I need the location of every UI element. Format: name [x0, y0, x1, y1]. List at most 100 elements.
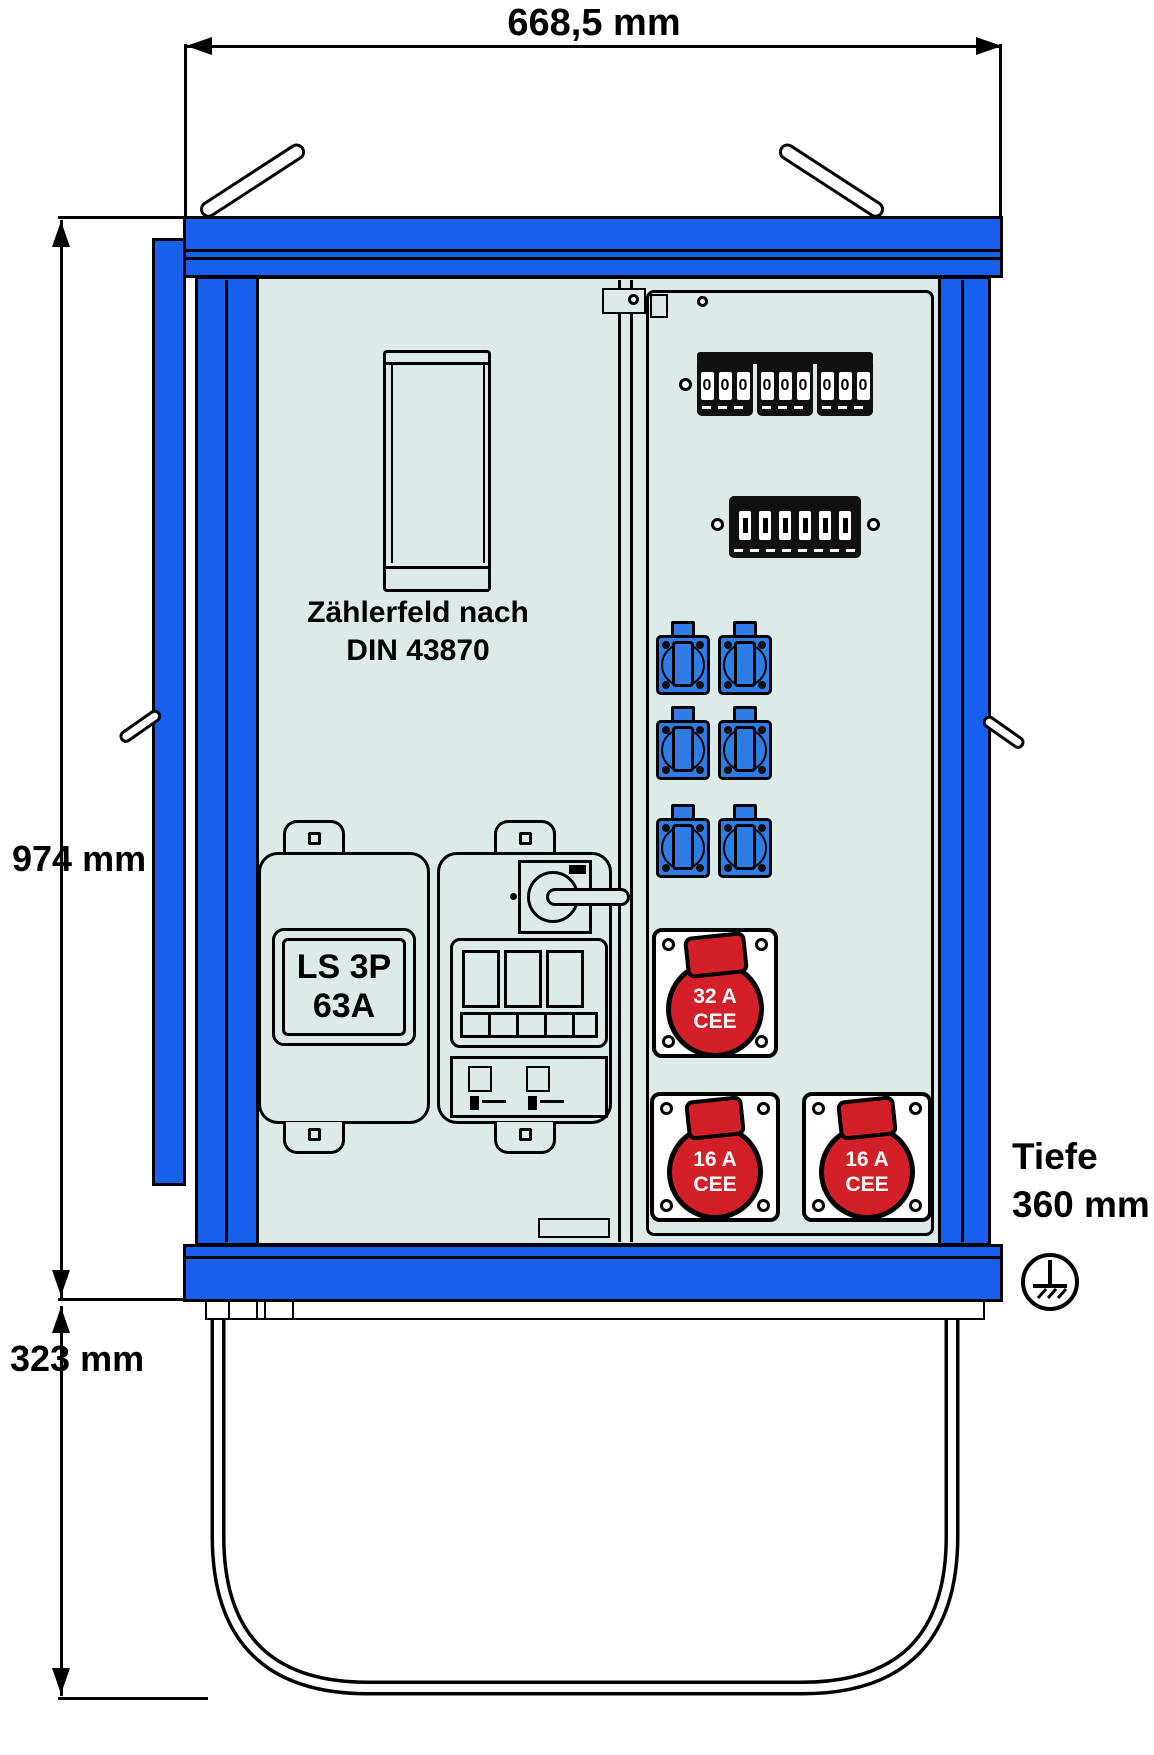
- depth-label: Tiefe: [1012, 1136, 1098, 1177]
- socket-lid: [672, 824, 694, 870]
- screw: [724, 824, 732, 832]
- screw: [724, 726, 732, 734]
- mounting-hole: [518, 1128, 532, 1141]
- socket-body: [656, 720, 710, 780]
- screw: [724, 766, 732, 774]
- cee-socket-lid: [682, 932, 750, 980]
- arrow-up-icon: [52, 1307, 70, 1333]
- breaker-toggle: 0: [856, 372, 870, 400]
- socket-body: [718, 635, 772, 695]
- lifting-lug-left: [196, 140, 309, 221]
- screw: [662, 938, 675, 951]
- terminal-dashes: [734, 549, 856, 552]
- cee-rating-label: 16 A: [693, 1147, 737, 1171]
- meter-window-top-bar: [386, 362, 488, 365]
- screw: [662, 1035, 675, 1048]
- socket-lid: [734, 726, 756, 772]
- screw: [724, 864, 732, 872]
- roof-edge-line: [186, 257, 1000, 260]
- breaker-group: 0 0 0: [817, 358, 873, 416]
- screw: [755, 938, 768, 951]
- meter-window-inner-line: [391, 365, 393, 563]
- wall-seam-line: [225, 280, 228, 1242]
- screw: [867, 518, 880, 531]
- arrow-down-icon: [52, 1270, 70, 1296]
- breaker-toggle: [779, 511, 791, 540]
- switch-indicator: [569, 865, 586, 874]
- cee-socket-16a: 16 A CEE: [802, 1092, 932, 1222]
- cabinet-roof: [183, 216, 1003, 278]
- breaker-toggle: 0: [838, 372, 852, 400]
- screw: [758, 864, 766, 872]
- depth-value-label: 360 mm: [1012, 1184, 1150, 1225]
- screw: [812, 1102, 825, 1115]
- three-pole-breaker: [450, 938, 608, 1048]
- module-mounting-tab: [494, 1122, 556, 1154]
- breaker-row-1: 0 0 0 0 0 0 0 0 0: [697, 352, 873, 422]
- breaker-toggle: [759, 511, 771, 540]
- lifting-lug-right: [775, 140, 888, 221]
- screw: [696, 824, 704, 832]
- rcd-toggle: [528, 1096, 537, 1110]
- cee-socket-lid: [836, 1096, 898, 1141]
- rcd-toggle: [470, 1096, 479, 1110]
- screw: [757, 1199, 770, 1212]
- screw: [660, 1102, 673, 1115]
- screw: [909, 1102, 922, 1115]
- breaker-toggle: 0: [820, 372, 834, 400]
- breaker-toggle: 0: [778, 372, 792, 400]
- screw: [696, 864, 704, 872]
- stand-tube-fill: [214, 1302, 956, 1692]
- schuko-socket: [656, 706, 710, 780]
- socket-lid: [672, 726, 694, 772]
- breaker-group: 0 0 0: [697, 358, 753, 416]
- screw: [679, 378, 692, 391]
- toggle-mark: [822, 518, 828, 533]
- breaker-toggle: [739, 511, 751, 540]
- breaker-row-2: [729, 496, 861, 558]
- screw: [758, 681, 766, 689]
- stand-dimension-line: [60, 1306, 63, 1696]
- socket-body: [656, 818, 710, 878]
- mounting-hole: [307, 832, 321, 845]
- cee-socket-body: 16 A CEE: [819, 1124, 915, 1218]
- cabinet-bottom-band: [183, 1244, 1003, 1302]
- schuko-socket: [656, 804, 710, 878]
- screw: [758, 766, 766, 774]
- protective-earth-icon: [1021, 1253, 1079, 1311]
- breaker-toggle: 0: [736, 372, 750, 400]
- cee-rating-label: 32 A: [693, 984, 737, 1008]
- cee-type-label: CEE: [845, 1172, 889, 1196]
- screw: [758, 726, 766, 734]
- screw: [757, 1102, 770, 1115]
- rcd-row: [450, 1056, 608, 1118]
- socket-body: [718, 818, 772, 878]
- screw: [510, 893, 517, 900]
- toggle-mark: [742, 518, 748, 533]
- bottom-edge-line: [186, 1256, 1000, 1259]
- screw: [812, 1199, 825, 1212]
- breaker-pole: [504, 950, 542, 1008]
- rotary-switch-handle: [546, 888, 630, 906]
- meter-field-label-line1: Zählerfeld nach: [307, 596, 529, 629]
- width-dimension-label: 668,5 mm: [507, 2, 681, 44]
- breaker-toggle: 0: [718, 372, 732, 400]
- hinge: [538, 1218, 610, 1238]
- rcd-device: [468, 1066, 492, 1092]
- cabinet-wall-right: [938, 276, 991, 1246]
- door-latch: [602, 288, 646, 314]
- mounting-hole: [518, 832, 532, 845]
- extension-line: [184, 44, 187, 218]
- screw: [696, 641, 704, 649]
- wall-seam-line: [961, 280, 964, 1242]
- rcd-device: [526, 1066, 550, 1092]
- stand-dimension-label: 323 mm: [10, 1338, 145, 1379]
- screw: [755, 1035, 768, 1048]
- breaker-toggle: 0: [700, 372, 714, 400]
- support-stand: [210, 1302, 960, 1696]
- cee-socket-32a: 32 A CEE: [652, 928, 778, 1058]
- rcd-line: [482, 1100, 506, 1103]
- ls-label-frame: LS 3P 63A: [272, 928, 416, 1046]
- height-dimension-line: [60, 220, 63, 1298]
